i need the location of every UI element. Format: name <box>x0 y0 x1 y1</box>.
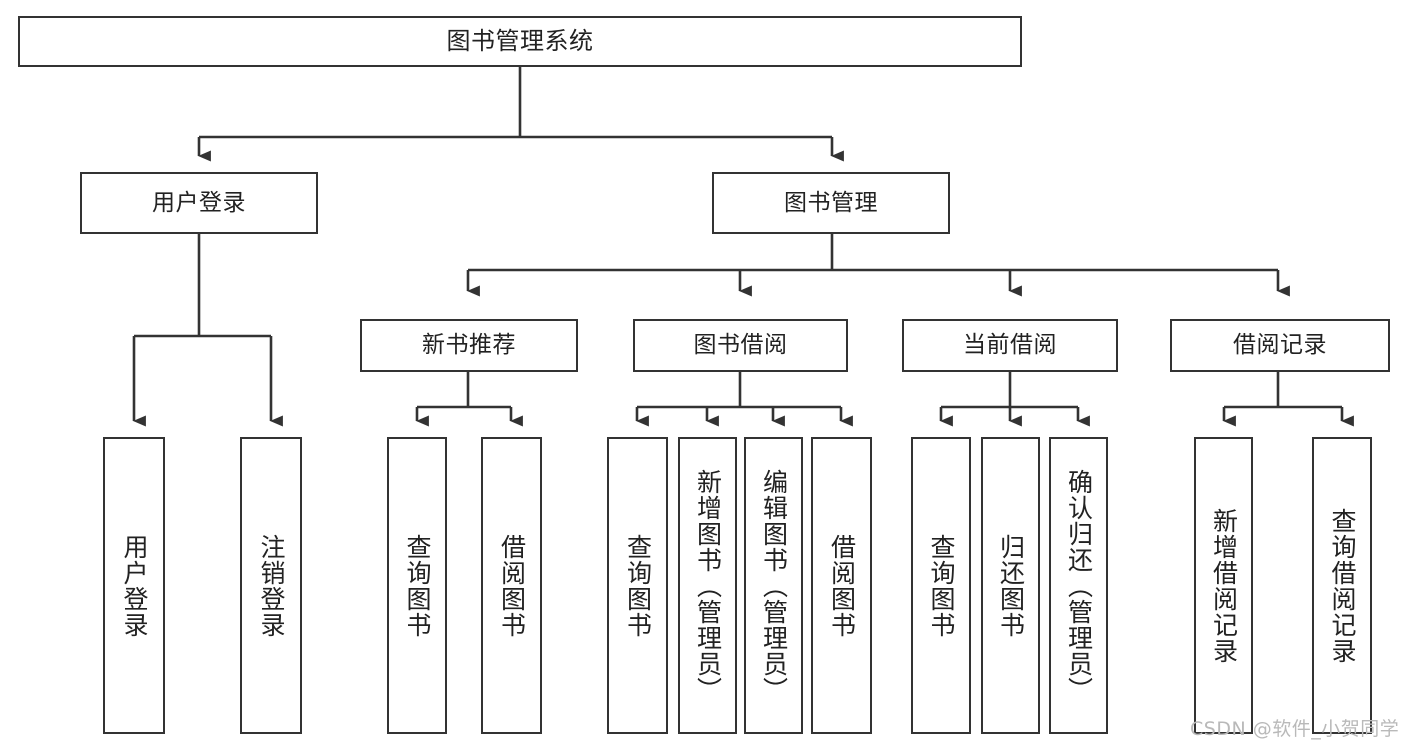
node-book-borrow-label: 图书借阅 <box>693 332 788 359</box>
node-borrow-record-label: 借阅记录 <box>1233 332 1327 359</box>
node-new-book-recommend-label: 新书推荐 <box>422 332 516 359</box>
node-current-borrow[interactable]: 当前借阅 <box>902 319 1118 372</box>
node-book-manage[interactable]: 图书管理 <box>712 172 950 234</box>
node-user-login-label: 用户登录 <box>152 189 246 216</box>
leaf-return-book-label: 归还图书 <box>996 533 1026 638</box>
node-new-book-recommend[interactable]: 新书推荐 <box>360 319 578 372</box>
leaf-query-book-1-label: 查询图书 <box>403 533 432 638</box>
leaf-query-book-2-label: 查询图书 <box>623 533 653 638</box>
leaf-add-record[interactable]: 新增借阅记录 <box>1194 437 1253 734</box>
leaf-edit-book-label: 编辑图书（管理员） <box>759 468 789 703</box>
leaf-confirm-return-label: 确认归还（管理员） <box>1064 468 1094 703</box>
leaf-logout-login-label: 注销登录 <box>257 533 286 638</box>
leaf-query-record[interactable]: 查询借阅记录 <box>1312 437 1372 734</box>
leaf-borrow-book-2-label: 借阅图书 <box>827 533 857 638</box>
node-root-label: 图书管理系统 <box>446 26 594 55</box>
leaf-query-book-3[interactable]: 查询图书 <box>911 437 971 734</box>
node-root[interactable]: 图书管理系统 <box>18 16 1022 67</box>
leaf-query-book-3-label: 查询图书 <box>927 533 956 638</box>
leaf-logout-login[interactable]: 注销登录 <box>240 437 302 734</box>
leaf-query-book-2[interactable]: 查询图书 <box>607 437 668 734</box>
node-current-borrow-label: 当前借阅 <box>963 332 1057 359</box>
node-book-manage-label: 图书管理 <box>784 189 878 216</box>
node-borrow-record[interactable]: 借阅记录 <box>1170 319 1390 372</box>
leaf-query-book-1[interactable]: 查询图书 <box>387 437 447 734</box>
leaf-borrow-book-2[interactable]: 借阅图书 <box>811 437 872 734</box>
node-book-borrow[interactable]: 图书借阅 <box>633 319 848 372</box>
leaf-return-book[interactable]: 归还图书 <box>981 437 1040 734</box>
leaf-confirm-return[interactable]: 确认归还（管理员） <box>1049 437 1108 734</box>
leaf-query-record-label: 查询借阅记录 <box>1328 507 1357 664</box>
leaf-user-login-label: 用户登录 <box>120 533 149 638</box>
leaf-add-book-label: 新增图书（管理员） <box>693 468 723 703</box>
leaf-borrow-book-1-label: 借阅图书 <box>497 533 527 638</box>
leaf-edit-book[interactable]: 编辑图书（管理员） <box>744 437 803 734</box>
leaf-borrow-book-1[interactable]: 借阅图书 <box>481 437 542 734</box>
node-user-login[interactable]: 用户登录 <box>80 172 318 234</box>
csdn-watermark: CSDN @软件_小贺同学 <box>1190 718 1400 740</box>
leaf-user-login[interactable]: 用户登录 <box>103 437 165 734</box>
leaf-add-book[interactable]: 新增图书（管理员） <box>678 437 737 734</box>
leaf-add-record-label: 新增借阅记录 <box>1209 507 1239 664</box>
